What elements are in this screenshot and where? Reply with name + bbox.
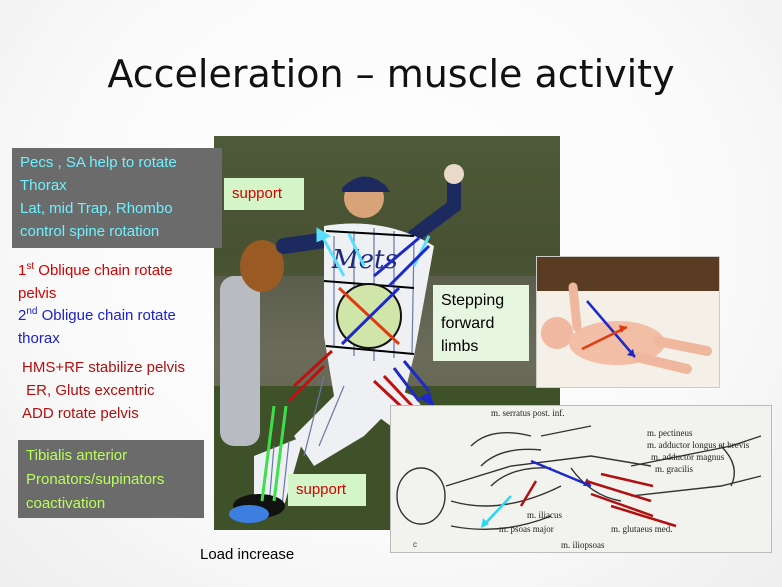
oblique1-text: Oblique chain rotate: [34, 262, 173, 279]
baby-illustration: [537, 257, 719, 387]
oblique1-number: 1: [18, 262, 27, 279]
hms-line-3: ADD rotate pelvis: [22, 405, 139, 422]
tib-line-3: coactivation: [26, 495, 106, 512]
tib-line-2: Pronators/supinators: [26, 471, 165, 488]
label-serratus: m. serratus post. inf.: [491, 408, 565, 418]
label-adductor-longus: m. adductor longus et brevis: [647, 440, 750, 450]
oblique-chain-1: 1st Oblique chain rotate pelvis: [18, 255, 218, 305]
load-increase-caption: Load increase: [200, 546, 295, 563]
label-pectineus: m. pectineus: [647, 428, 693, 438]
lat-line-2: control spine rotation: [20, 223, 160, 240]
pecs-lat-text-box: Pecs , SA help to rotate Thorax Lat, mid…: [12, 148, 222, 248]
copyright-mark: c: [413, 540, 417, 549]
baby-photo: [536, 256, 720, 388]
support-label-bottom: support: [288, 474, 366, 506]
tibialis-text-box: Tibialis anterior Pronators/supinators c…: [18, 440, 204, 518]
stepping-forward-box: Stepping forward limbs: [433, 285, 529, 361]
oblique2-text: Obligue chain rotate: [37, 307, 176, 324]
oblique2-line2: thorax: [18, 330, 60, 347]
slide-title: Acceleration – muscle activity: [107, 52, 675, 96]
support-label-top: support: [224, 178, 304, 210]
label-adductor-magnus: m. adductor magnus: [651, 452, 725, 462]
oblique2-sup: nd: [26, 306, 38, 317]
tib-line-1: Tibialis anterior: [26, 447, 128, 464]
oblique1-line2: pelvis: [18, 285, 57, 302]
label-iliacus: m. iliacus: [527, 510, 562, 520]
pecs-line-2: Thorax: [20, 177, 67, 194]
label-iliopsoas: m. iliopsoas: [561, 540, 605, 550]
lat-line-1: Lat, mid Trap, Rhombo: [20, 200, 173, 217]
label-gracilis: m. gracilis: [655, 464, 693, 474]
label-psoas: m. psoas major: [499, 524, 554, 534]
pecs-line-1: Pecs , SA help to rotate: [20, 154, 177, 171]
stepping-line-3: limbs: [441, 338, 479, 355]
hms-line-1: HMS+RF stabilize pelvis: [22, 359, 185, 376]
hms-line-2: ER, Gluts excentric: [22, 382, 155, 399]
oblique2-number: 2: [18, 307, 27, 324]
stepping-line-1: Stepping: [441, 292, 505, 309]
oblique1-sup: st: [26, 261, 35, 272]
skeleton-diagram: m. serratus post. inf. m. pectineus m. a…: [390, 405, 772, 553]
label-gluteus: m. glutaeus med.: [611, 524, 673, 534]
oblique-chain-2: 2nd Obligue chain rotate thorax: [18, 300, 218, 350]
stepping-line-2: forward: [441, 315, 495, 332]
skeleton-illustration: [396, 425, 762, 531]
hms-text-block: HMS+RF stabilize pelvis ER, Gluts excent…: [22, 356, 222, 425]
